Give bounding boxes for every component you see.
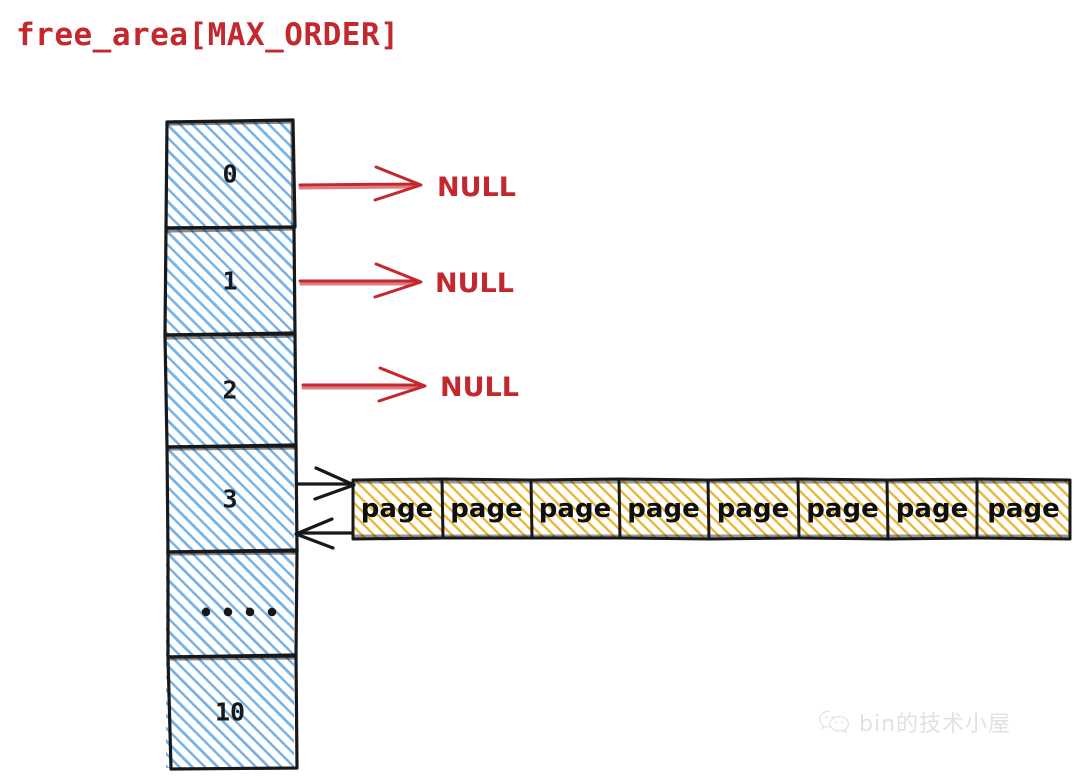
array-cell-3[interactable]: 3 <box>166 446 294 551</box>
watermark-text: bin的技术小屋 <box>859 712 1012 737</box>
wechat-icon <box>818 710 850 734</box>
array-cell-label: 10 <box>214 697 246 727</box>
page-node[interactable]: page <box>887 479 977 539</box>
page-node-label: page <box>450 494 523 524</box>
array-cell-label: 1 <box>222 266 238 295</box>
page-node[interactable]: page <box>977 479 1070 539</box>
page-node[interactable]: page <box>442 479 531 539</box>
page-node[interactable]: page <box>708 479 798 539</box>
page-title: free_area[MAX_ORDER] <box>16 17 400 53</box>
array-cell-0[interactable]: 0 <box>166 120 294 227</box>
page-node-label: page <box>987 494 1060 524</box>
array-cell-1[interactable]: 1 <box>166 227 294 334</box>
free-area-array: 0 1 2 3 ... 10 <box>166 120 294 768</box>
page-node[interactable]: page <box>798 479 887 539</box>
array-cell-ellipsis[interactable]: ... <box>166 551 294 656</box>
array-cell-label: 0 <box>222 159 238 188</box>
array-cell-10[interactable]: 10 <box>166 656 294 768</box>
page-node[interactable]: page <box>531 479 619 539</box>
watermark: bin的技术小屋 <box>818 706 1011 738</box>
page-node-label: page <box>627 494 700 524</box>
arrow-page-list-to-order3 <box>294 517 354 550</box>
null-label-order-0: NULL <box>437 172 516 203</box>
page-node[interactable]: page <box>352 479 442 539</box>
page-node-label: page <box>716 494 790 524</box>
array-cell-label: 2 <box>222 375 238 405</box>
array-cell-label: ... <box>198 588 262 619</box>
null-label-order-2: NULL <box>440 372 519 403</box>
page-node-label: page <box>895 494 969 524</box>
array-cell-2[interactable]: 2 <box>166 334 294 446</box>
page-node-label: page <box>538 494 612 524</box>
array-cell-label: 3 <box>222 484 238 513</box>
page-node[interactable]: page <box>619 479 708 539</box>
arrow-order3-to-page-list <box>295 466 356 501</box>
page-node-label: page <box>806 494 879 524</box>
page-node-label: page <box>360 494 434 524</box>
null-label-order-1: NULL <box>435 268 514 299</box>
